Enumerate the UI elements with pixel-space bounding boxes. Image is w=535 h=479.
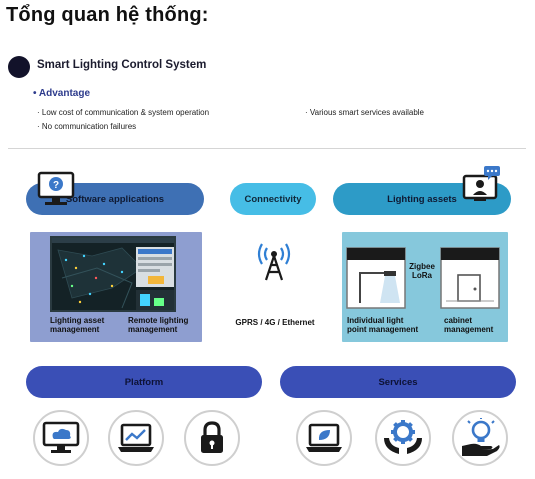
advantage-item: · Low cost of communication & system ope… — [37, 108, 210, 117]
cabinet-card — [440, 247, 500, 309]
lighting-asset-management-label: Lighting asset management — [50, 316, 105, 334]
section-divider — [8, 148, 526, 149]
advantage-item: · Various smart services available — [305, 108, 425, 117]
lock-icon — [201, 421, 223, 453]
map-screenshot — [50, 236, 176, 312]
title-bullet-icon — [8, 56, 30, 78]
light-point-card — [346, 247, 406, 309]
advantage-item: · No communication failures — [37, 122, 137, 131]
laptop-chart-circle — [108, 410, 164, 466]
bulb-hand-circle — [452, 410, 508, 466]
connectivity-caption: GPRS / 4G / Ethernet — [235, 318, 315, 327]
remote-lighting-management-label: Remote lighting management — [128, 316, 189, 334]
laptop-leaf-circle — [296, 410, 352, 466]
cabinet-management-label: cabinet management — [444, 316, 494, 334]
system-title: Smart Lighting Control System — [37, 59, 207, 71]
monitor-question-icon: ? — [37, 171, 75, 205]
laptop-chart-icon — [118, 423, 154, 452]
cloud-monitor-circle — [33, 410, 89, 466]
gear-hands-icon — [384, 420, 422, 454]
zigbee-lora-label: Zigbee LoRa — [407, 262, 437, 280]
lora-label: LoRa — [412, 271, 432, 280]
cloud-monitor-icon — [42, 421, 80, 453]
services-pill: Services — [280, 366, 516, 398]
connectivity-pill: Connectivity — [230, 183, 316, 215]
laptop-leaf-icon — [306, 423, 342, 452]
bulb-hand-icon — [462, 418, 500, 456]
antenna-icon — [257, 243, 291, 281]
individual-light-point-management-label: Individual light point management — [347, 316, 419, 334]
lock-circle — [184, 410, 240, 466]
gear-hands-circle — [375, 410, 431, 466]
advantage-title: • Advantage — [33, 88, 91, 99]
svg-text:?: ? — [53, 180, 59, 191]
page-heading: Tổng quan hệ thống: — [6, 4, 209, 26]
platform-pill: Platform — [26, 366, 262, 398]
monitor-user-icon — [462, 166, 500, 201]
zigbee-label: Zigbee — [409, 262, 435, 271]
